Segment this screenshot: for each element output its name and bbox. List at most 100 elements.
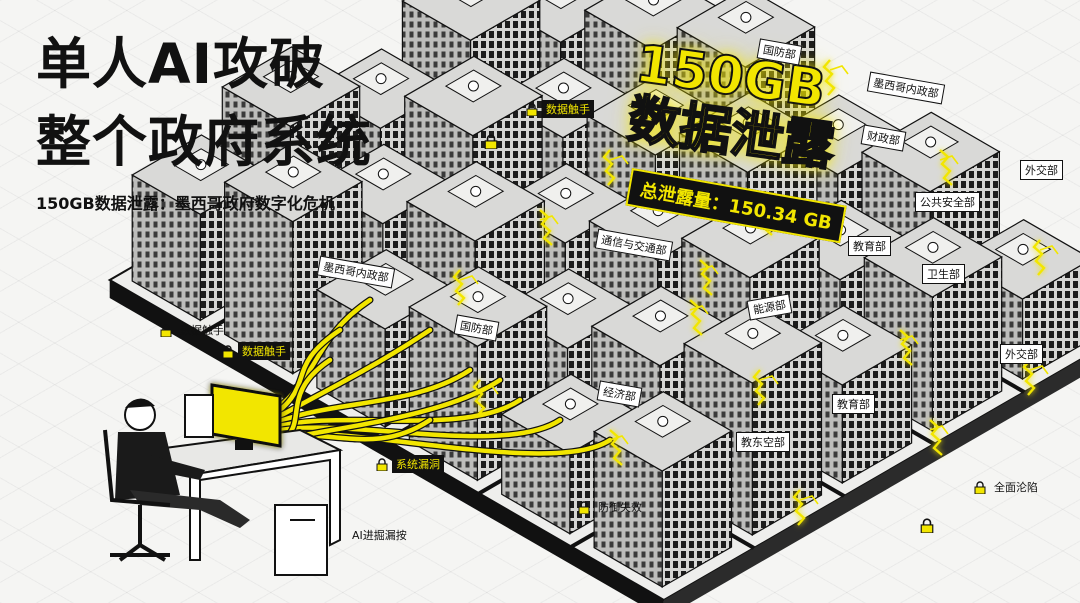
tag-system-leak: 系统漏洞 [376,455,444,473]
crack-icon [929,419,943,456]
computer-icon [210,383,282,448]
crack-icon [699,259,713,296]
building-roof [401,0,542,41]
cable-icon [259,367,473,432]
crack-icon [452,269,466,306]
chair [103,429,171,562]
crack-icon [1022,359,1036,396]
subtitle: 150GB数据泄露：墨西哥政府数字化危机 [36,194,335,213]
tag-total-fall: 全面沦陷 [974,478,1042,496]
roof-box [458,0,484,8]
crack-icon [689,299,703,336]
crack-icon [609,429,623,466]
crack-icon [1029,365,1049,375]
cable-icon [259,327,433,429]
seal-icon [648,0,660,6]
seal-icon [564,398,576,410]
crack-icon [829,65,849,75]
seal-icon [470,185,482,197]
crack-icon [602,149,616,186]
seal-icon [287,166,299,178]
government-building [223,141,364,375]
crack-icon [939,155,959,165]
crack-icon [899,335,919,345]
tag-ai-extract: AI进掘漏按 [348,526,411,544]
seal-icon [925,136,937,148]
seal-icon [560,187,572,199]
crack-icon [609,435,629,445]
seal-icon [377,168,389,180]
tag-label: 数据触手 [180,324,224,337]
person-legs [130,490,250,528]
seal-icon [1017,243,1029,255]
seal-icon [650,99,662,111]
label-public-security: 公共安全部 [915,192,980,212]
seal-icon [375,73,387,85]
tag-label: 全面沦陷 [994,481,1038,494]
building-roof [583,0,724,51]
crack-icon [479,385,499,395]
crack-icon [689,305,709,315]
lock-icon [376,457,388,471]
tag-data-tentacle-top: 数据触手 [526,100,594,118]
seal-icon [740,11,752,23]
seal-icon [285,71,297,83]
tag-label: 数据触手 [542,100,594,118]
crack-icon [472,379,486,416]
seal-icon [747,327,759,339]
crack-icon [759,375,779,385]
crack-icon [939,149,953,186]
headline-line-2: 整个政府系统 [36,110,373,174]
headline-line-1: 单人AI攻破 [36,32,326,96]
lock-icon [222,344,234,358]
seal-icon [472,291,484,303]
crack-icon [752,369,766,406]
crack-icon [1032,239,1046,276]
crack-icon [899,329,913,366]
seal-icon [832,119,844,131]
crack-icon [1039,245,1059,255]
lock-icon [578,500,590,514]
crack-icon [539,215,559,225]
monitor-stand [235,440,253,450]
tag-label: AI进掘漏按 [352,529,407,542]
label-education-front: 教东空部 [736,432,790,452]
tag-label: 防御失效 [598,501,642,514]
pc-tower [274,504,328,576]
tag-defense-failed: 防御失效 [578,498,646,516]
label-education-bottom: 教育部 [832,394,875,414]
seal-icon [195,159,207,171]
label-education: 教育部 [848,236,891,256]
lock-icon [526,102,538,116]
crack-icon [539,209,553,246]
crack-icon [799,495,819,505]
seal-icon [557,82,569,94]
seal-icon [837,329,849,341]
seal-icon [927,241,939,253]
label-foreign-right: 外交部 [1000,344,1043,364]
lock-icon [484,134,498,149]
tag-label: 系统漏洞 [392,455,444,473]
seal-icon [657,415,669,427]
crack-icon [929,425,949,435]
crack-icon [822,59,836,96]
crack-icon [699,265,719,275]
crack-icon [609,155,629,165]
roof-box [624,0,682,17]
government-building [592,391,733,589]
seal-icon [467,80,479,92]
roof-box [545,0,577,10]
seal-icon [654,310,666,322]
platform-edge-side [663,359,1080,603]
desk-legs [189,448,341,561]
label-foreign-top: 外交部 [1020,160,1063,180]
side-monitor [184,394,214,438]
lock-icon [920,518,934,533]
system-cracks [452,59,1059,526]
person-body [115,432,180,500]
crack-icon [459,275,479,285]
seal-icon [562,293,574,305]
hacker-workstation [103,383,344,576]
tag-data-tentacle-1: 数据触手 [160,321,228,339]
